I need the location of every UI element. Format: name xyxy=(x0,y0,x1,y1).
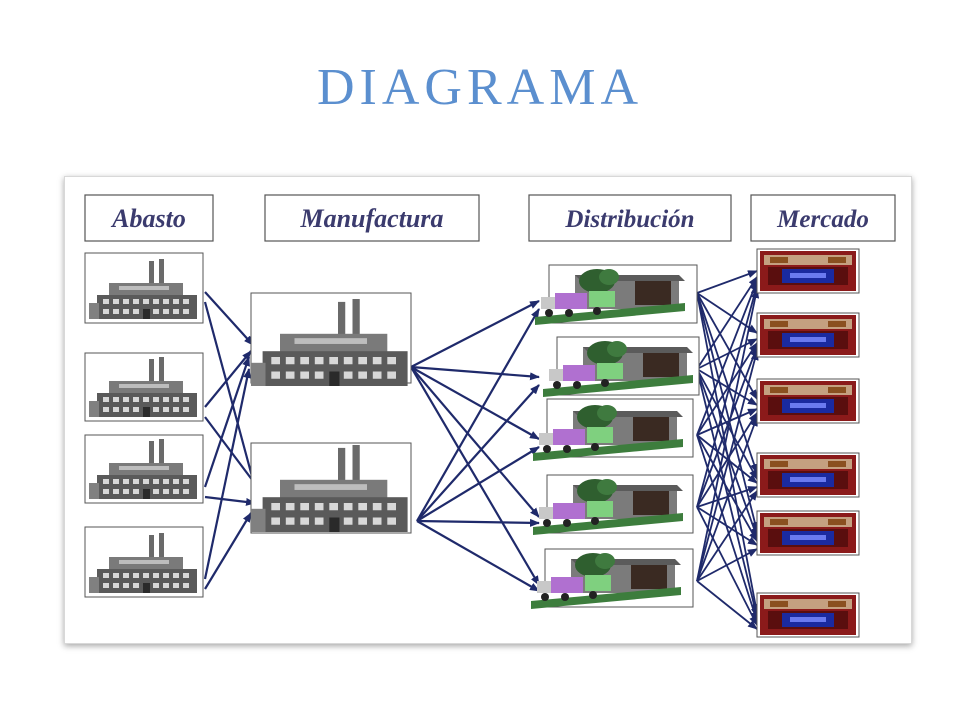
market-store xyxy=(756,452,860,498)
header-manufacturing: Manufactura xyxy=(264,194,480,242)
store-icon xyxy=(760,381,856,421)
supply-factory xyxy=(84,352,204,422)
header-supply-label: Abasto xyxy=(110,204,186,233)
supply-factory xyxy=(84,434,204,504)
manufacturing-plant xyxy=(250,292,412,386)
store-icon xyxy=(760,251,856,291)
distribution-center xyxy=(543,336,700,397)
store-icon xyxy=(760,513,856,553)
supply-factory xyxy=(84,526,204,598)
market-nodes xyxy=(756,248,860,638)
distribution-center xyxy=(533,398,694,461)
market-store xyxy=(756,312,860,358)
manufacturing-nodes xyxy=(250,292,412,534)
header-manufacturing-label: Manufactura xyxy=(299,204,443,233)
supply-nodes xyxy=(84,252,204,598)
arrows-manufacturing-to-distribution xyxy=(410,300,540,592)
store-icon xyxy=(760,595,856,635)
supply-chain-figure: Abasto Manufactura Distribución Mercado xyxy=(64,176,912,644)
supply-chain-diagram: Abasto Manufactura Distribución Mercado xyxy=(84,194,896,638)
store-icon xyxy=(760,455,856,495)
store-icon xyxy=(760,315,856,355)
header-market: Mercado xyxy=(750,194,896,242)
supply-factory xyxy=(84,252,204,324)
header-market-label: Mercado xyxy=(776,206,869,233)
arrows-distribution-to-market xyxy=(696,270,760,630)
distribution-center xyxy=(535,264,698,325)
distribution-center xyxy=(531,548,694,609)
market-store xyxy=(756,248,860,294)
header-distribution: Distribución xyxy=(528,194,732,242)
manufacturing-plant xyxy=(250,442,412,534)
market-store xyxy=(756,592,860,638)
header-distribution-label: Distribución xyxy=(564,206,694,233)
distribution-center xyxy=(533,474,694,535)
distribution-nodes xyxy=(531,264,700,609)
arrows-supply-to-manufacturing xyxy=(203,291,260,590)
header-supply: Abasto xyxy=(84,194,214,242)
market-store xyxy=(756,378,860,424)
market-store xyxy=(756,510,860,556)
slide-title: DIAGRAMA xyxy=(317,59,643,116)
